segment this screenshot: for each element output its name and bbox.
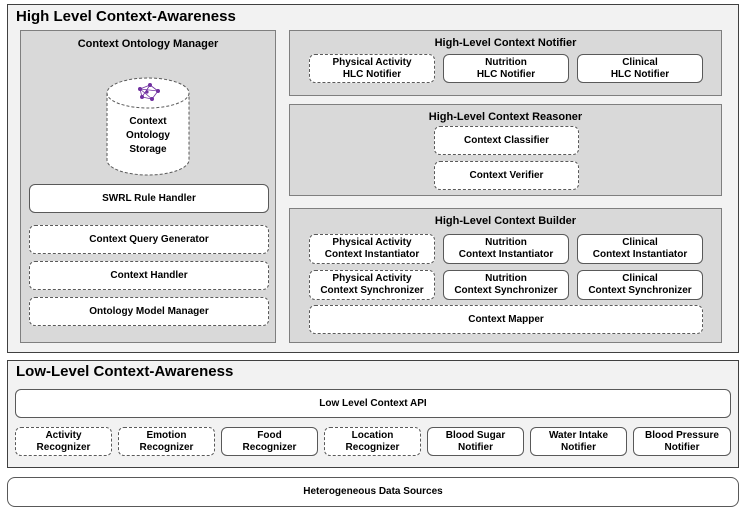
blood-pressure-notifier: Blood Pressure Notifier (633, 427, 731, 456)
context-ontology-manager-title: Context Ontology Manager (77, 38, 219, 50)
activity-recognizer: Activity Recognizer (15, 427, 112, 456)
low-level-context-api: Low Level Context API (15, 389, 731, 418)
hlc-builder-title: High-Level Context Builder (434, 215, 577, 227)
ontology-storage-label: Context Ontology Storage (126, 116, 170, 155)
water-intake-notifier: Water Intake Notifier (530, 427, 627, 456)
high-level-title: High Level Context-Awareness (16, 8, 236, 25)
nutrition-context-instantiator: Nutrition Context Instantiator (443, 234, 569, 264)
ontology-graph-icon (138, 82, 161, 101)
clinical-hlc-notifier: Clinical HLC Notifier (577, 54, 703, 83)
ontology-model-manager: Ontology Model Manager (29, 297, 269, 326)
context-query-generator: Context Query Generator (29, 225, 269, 254)
nutrition-hlc-notifier: Nutrition HLC Notifier (443, 54, 569, 83)
context-verifier: Context Verifier (434, 161, 579, 190)
ontology-storage-cylinder-icon (106, 77, 190, 176)
context-mapper: Context Mapper (309, 305, 703, 334)
clinical-context-synchronizer: Clinical Context Synchronizer (577, 270, 703, 300)
blood-sugar-notifier: Blood Sugar Notifier (427, 427, 524, 456)
swrl-rule-handler: SWRL Rule Handler (29, 184, 269, 213)
context-classifier: Context Classifier (434, 126, 579, 155)
context-handler: Context Handler (29, 261, 269, 290)
hlc-reasoner-title: High-Level Context Reasoner (428, 111, 583, 123)
physical-activity-context-synchronizer: Physical Activity Context Synchronizer (309, 270, 435, 300)
physical-activity-context-instantiator: Physical Activity Context Instantiator (309, 234, 435, 264)
physical-activity-hlc-notifier: Physical Activity HLC Notifier (309, 54, 435, 83)
nutrition-context-synchronizer: Nutrition Context Synchronizer (443, 270, 569, 300)
heterogeneous-data-sources: Heterogeneous Data Sources (7, 477, 739, 507)
clinical-context-instantiator: Clinical Context Instantiator (577, 234, 703, 264)
hlc-notifier-title: High-Level Context Notifier (434, 37, 577, 49)
low-level-title: Low-Level Context-Awareness (16, 363, 234, 380)
emotion-recognizer: Emotion Recognizer (118, 427, 215, 456)
location-recognizer: Location Recognizer (324, 427, 421, 456)
food-recognizer: Food Recognizer (221, 427, 318, 456)
